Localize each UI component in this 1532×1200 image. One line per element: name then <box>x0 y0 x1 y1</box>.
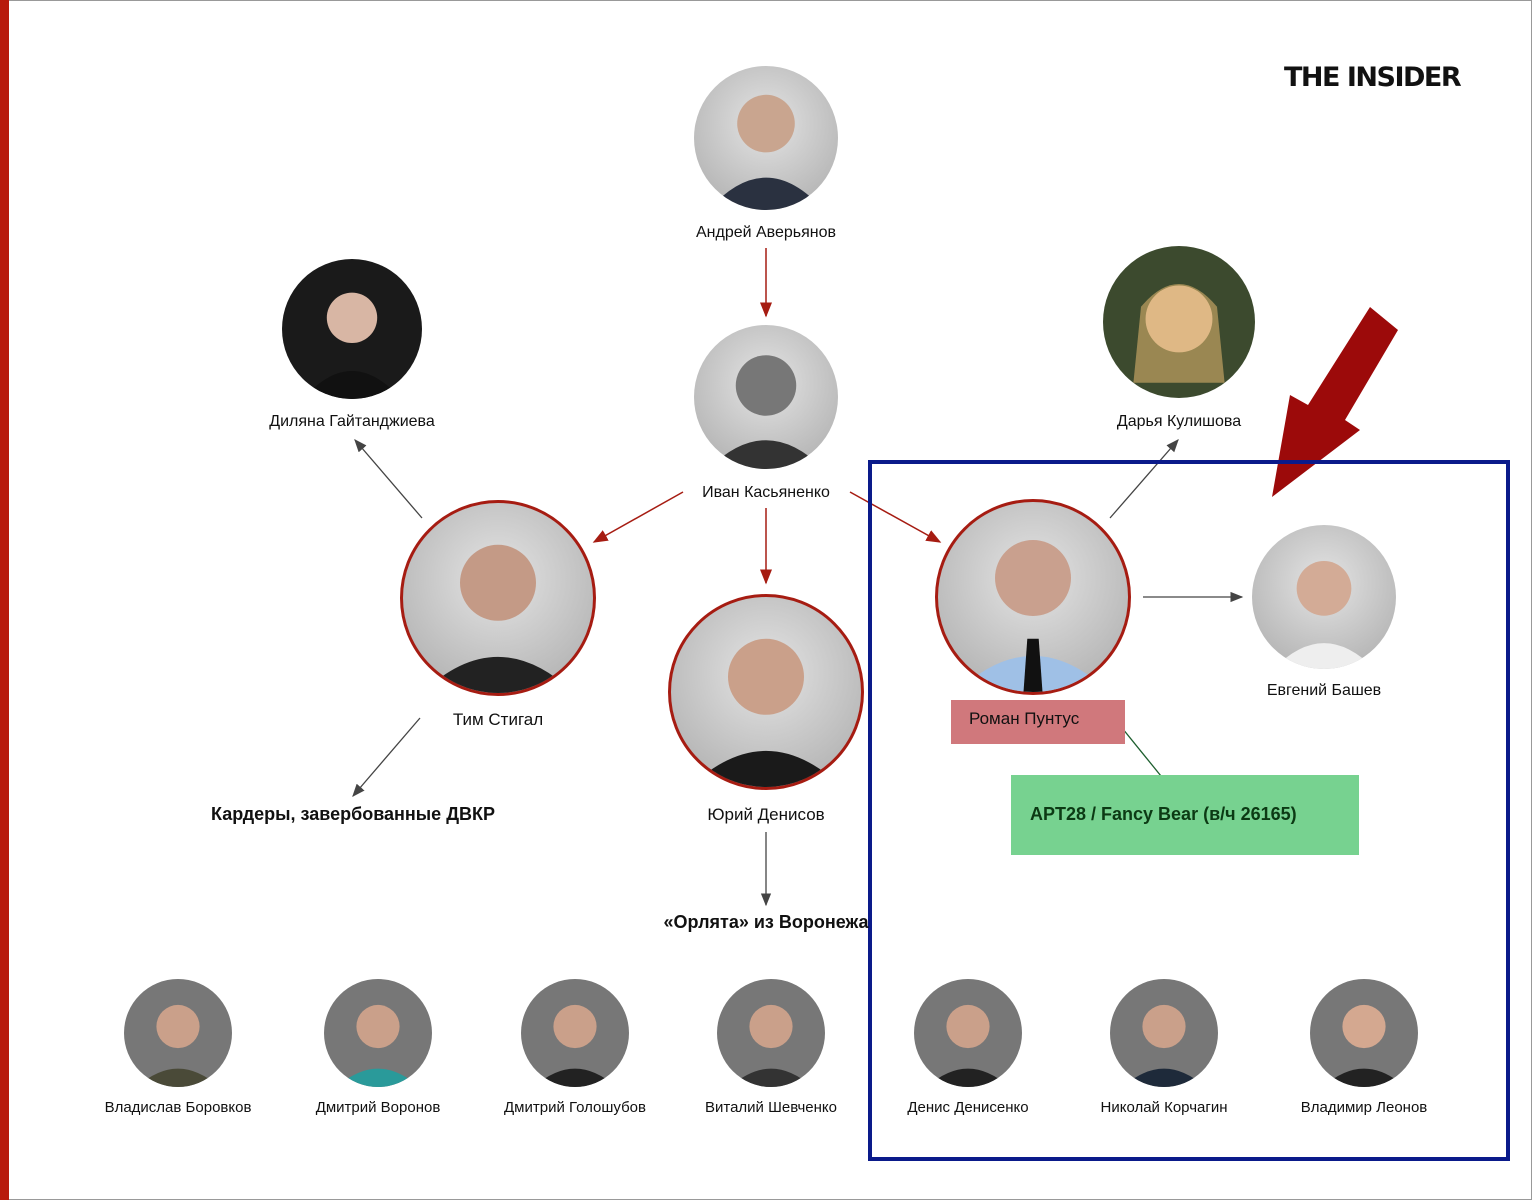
name-puntus-highlight: Роман Пунтус <box>951 700 1125 744</box>
name-shevchenko: Виталий Шевченко <box>704 1099 838 1116</box>
highlight-box-apt28 <box>868 460 1510 1161</box>
arrow-kasyanenko-puntus <box>849 491 942 543</box>
the-insider-logo: THE INSIDER <box>1284 62 1462 93</box>
group-orlyata: «Орлята» из Воронежа <box>663 912 869 932</box>
name-korchagin: Николай Корчагин <box>1100 1099 1228 1116</box>
name-averyanov: Андрей Аверьянов <box>695 224 837 241</box>
photo-averyanov <box>694 66 838 210</box>
big-red-pointer-arrow <box>1272 307 1398 497</box>
photo-korchagin <box>1110 979 1218 1087</box>
name-kulishova: Дарья Кулишова <box>1116 413 1242 430</box>
photo-shevchenko <box>717 979 825 1087</box>
photo-kulishova <box>1103 246 1255 398</box>
photo-borovkov <box>124 979 232 1087</box>
name-denisov: Юрий Денисов <box>707 805 825 824</box>
arrow-stigal-carders <box>352 717 421 797</box>
photo-stigal <box>400 500 596 696</box>
arrow-kasyanenko-stigal <box>592 491 684 543</box>
photo-bashev <box>1252 525 1396 669</box>
name-voronov: Дмитрий Воронов <box>315 1099 441 1116</box>
photo-voronov <box>324 979 432 1087</box>
name-denisenko: Денис Денисенко <box>907 1099 1029 1116</box>
name-gaitandzhieva: Диляна Гайтанджиева <box>269 413 435 430</box>
name-leonov: Владимир Леонов <box>1300 1099 1428 1116</box>
name-borovkov: Владислав Боровков <box>104 1099 252 1116</box>
photo-denisov <box>668 594 864 790</box>
arrow-stigal-gaitandzhieva <box>354 439 423 519</box>
photo-goloshubov <box>521 979 629 1087</box>
photo-gaitandzhieva <box>282 259 422 399</box>
photo-denisenko <box>914 979 1022 1087</box>
photo-kasyanenko <box>694 325 838 469</box>
group-carders: Кардеры, завербованные ДВКР <box>210 804 496 824</box>
name-stigal: Тим Стигал <box>452 710 544 729</box>
arrow-puntus-kulishova <box>1109 439 1179 519</box>
name-goloshubov: Дмитрий Голошубов <box>504 1099 646 1116</box>
photo-puntus <box>935 499 1131 695</box>
name-kasyanenko: Иван Касьяненко <box>702 484 830 501</box>
left-accent-bar <box>0 0 9 1200</box>
photo-leonov <box>1310 979 1418 1087</box>
name-bashev: Евгений Башев <box>1266 682 1382 699</box>
group-apt28: APT28 / Fancy Bear (в/ч 26165) <box>1011 775 1359 855</box>
